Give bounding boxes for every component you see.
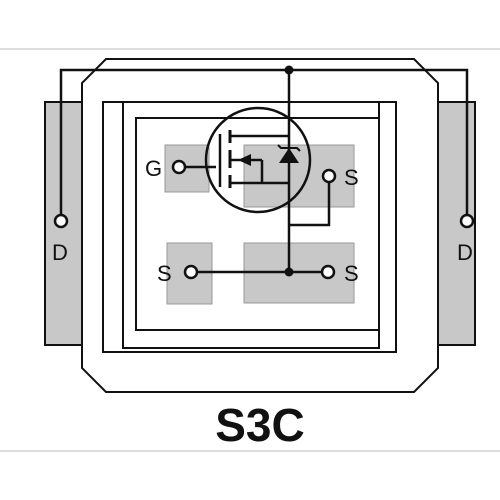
source-upper-wire	[289, 181, 331, 227]
source-lower-left-terminal	[183, 264, 199, 280]
gate-pad	[164, 144, 210, 193]
source-upper-terminal	[321, 168, 337, 184]
source-lower-right-terminal	[320, 264, 336, 280]
source-pad-upper	[243, 144, 355, 208]
source-lower-right-label: S	[344, 261, 359, 286]
drain-right-terminal	[459, 213, 475, 229]
mosfet-symbol	[204, 106, 312, 220]
drain-wire	[59, 68, 469, 214]
inner-frame-inner	[135, 117, 380, 331]
gate-terminal	[171, 159, 187, 175]
source-upper-label: S	[344, 165, 359, 190]
drain-left-terminal	[53, 213, 69, 229]
source-junction-dot	[284, 267, 294, 277]
package-body-outline	[81, 58, 439, 393]
source-lower-left-label: S	[157, 261, 172, 286]
drain-right-label: D	[457, 240, 473, 265]
package-name-label: S3C	[215, 399, 304, 451]
mosfet-circle	[204, 106, 312, 214]
drain-left-label: D	[52, 240, 68, 265]
gate-label: G	[145, 156, 162, 181]
